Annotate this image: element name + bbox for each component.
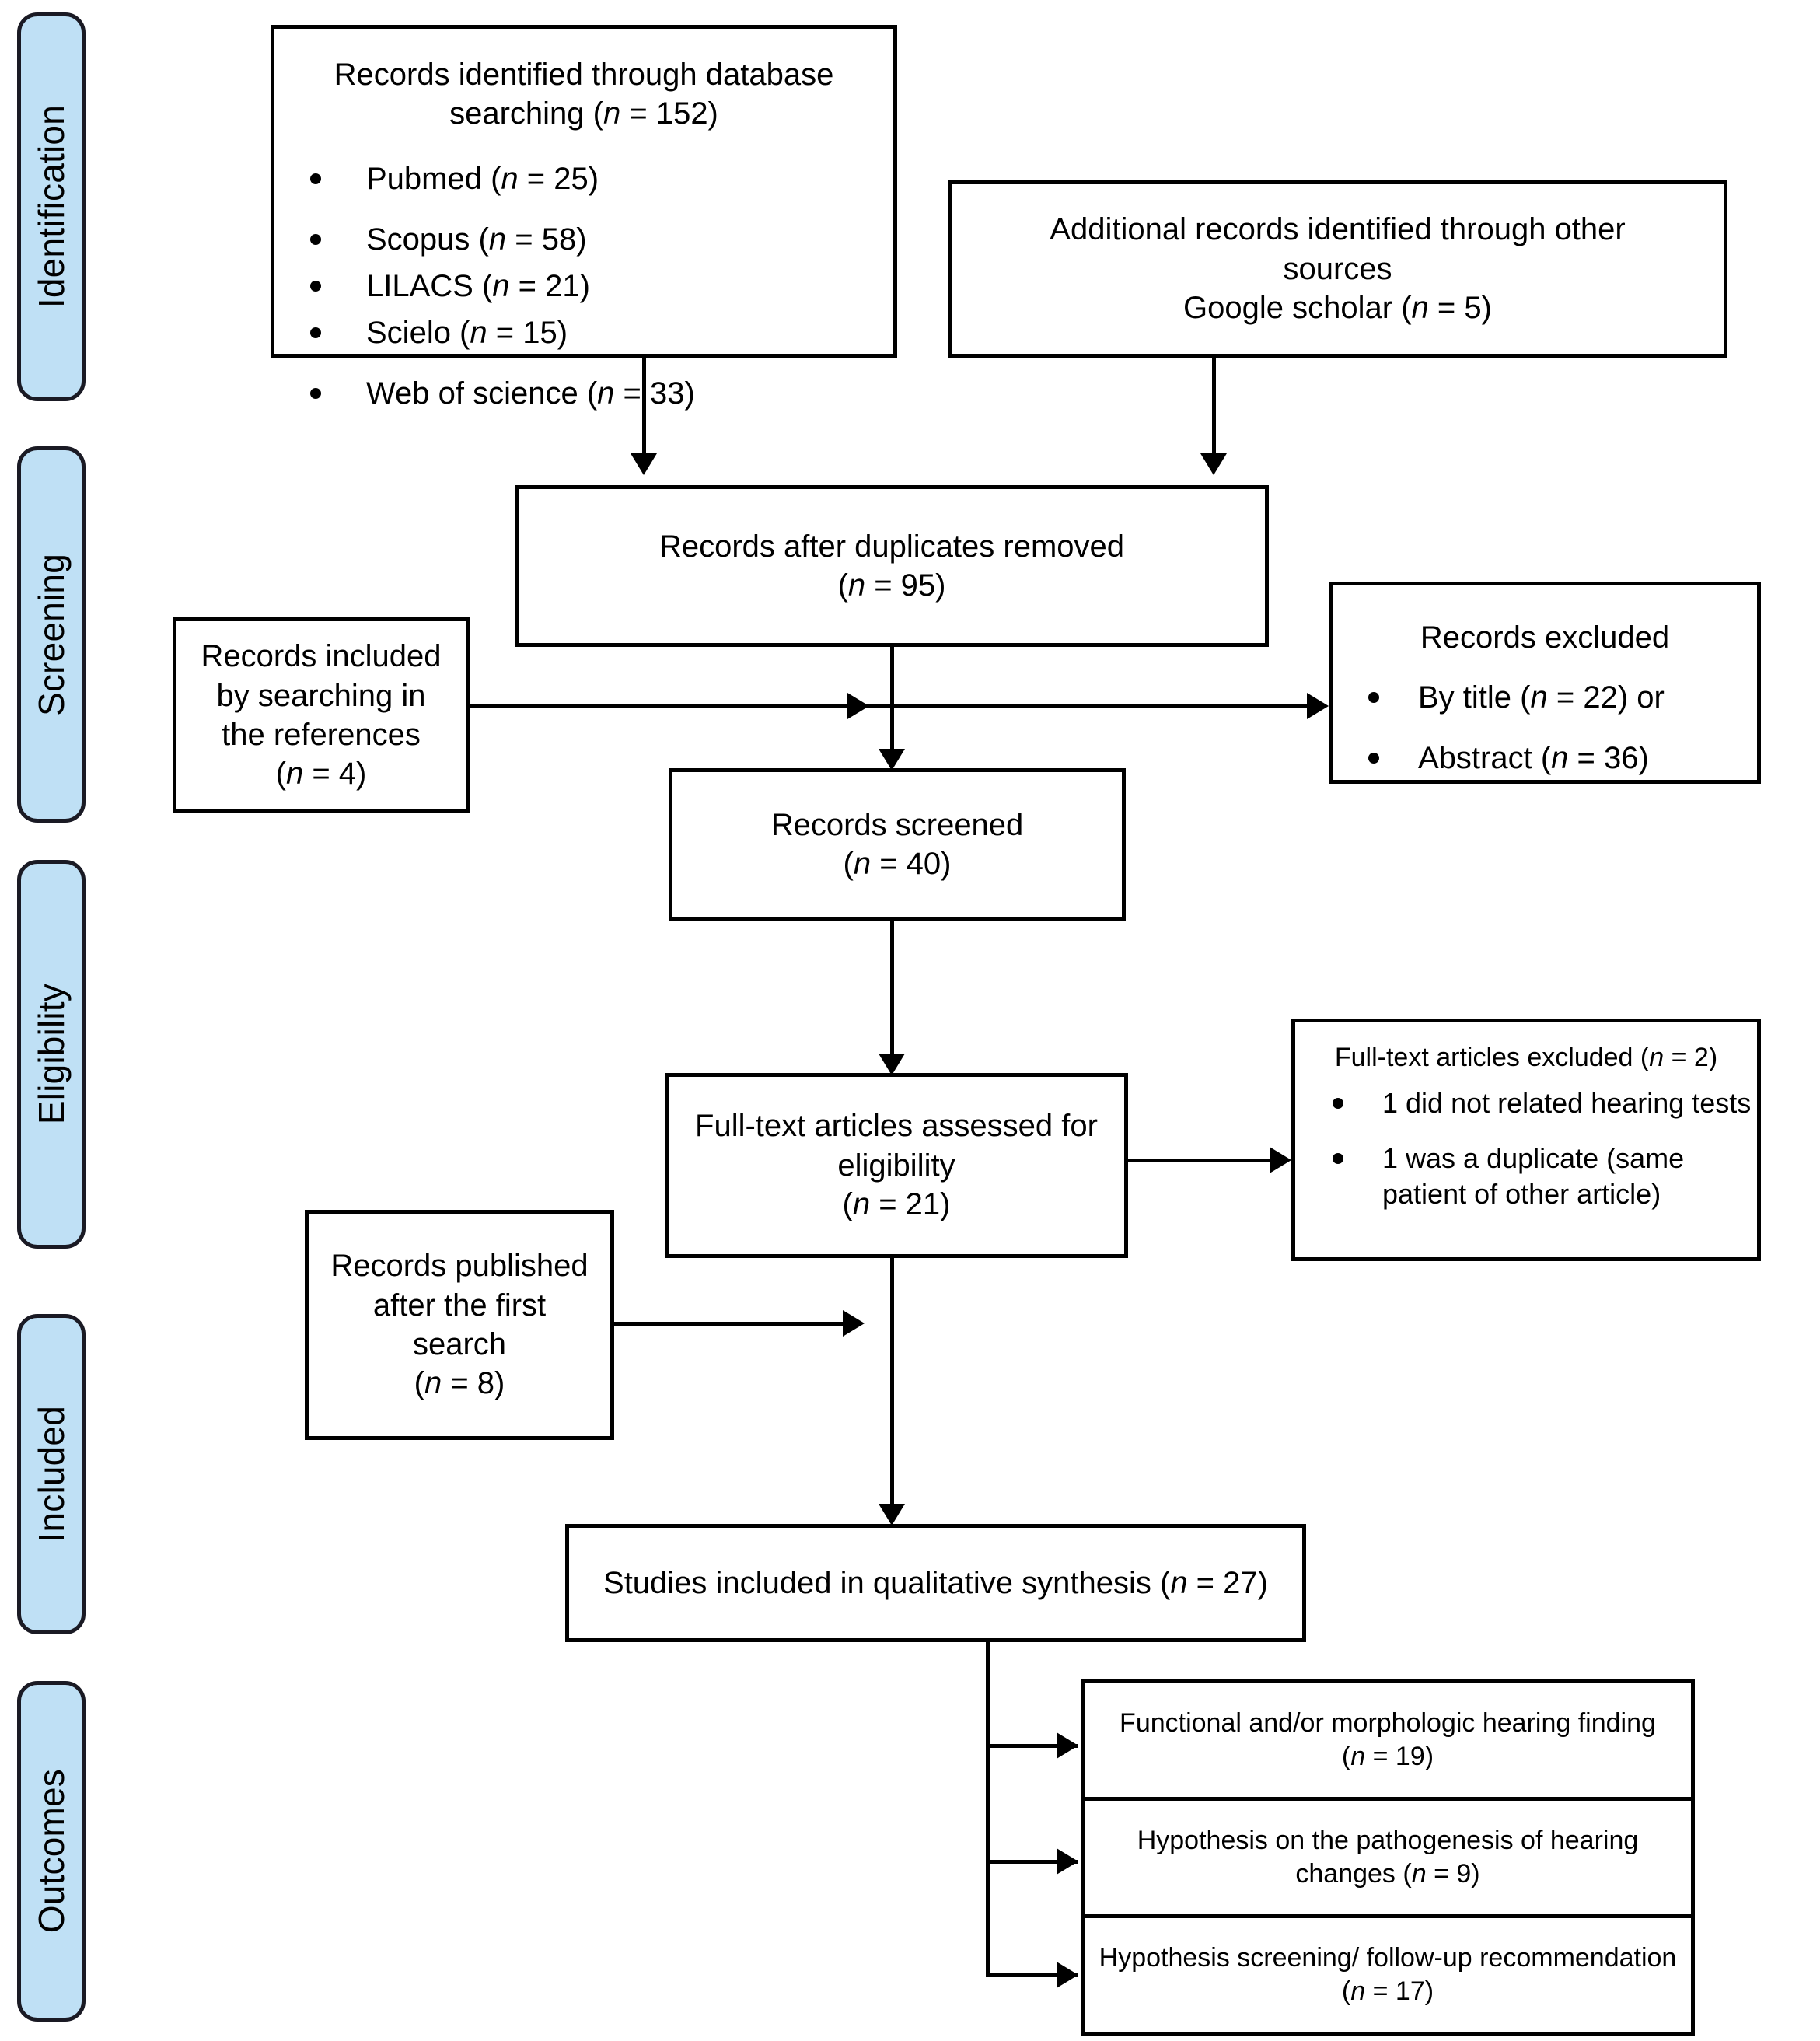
node-records-excluded: Records excluded By title (n = 22) or Ab… <box>1329 582 1761 784</box>
database-search-title-line2: searching (n = 152) <box>449 96 718 131</box>
list-item: Pubmed (n = 25) <box>274 159 893 199</box>
stage-label-identification: Identification <box>31 105 72 309</box>
outcome-1-line1: Functional and/or morphologic hearing fi… <box>1120 1708 1656 1739</box>
fulltext-excluded-title: Full-text articles excluded (n = 2) <box>1334 1043 1718 1072</box>
connector-outcome-1 <box>986 1744 1078 1748</box>
stage-label-screening: Screening <box>31 553 72 716</box>
list-item: LILACS (n = 21) <box>274 266 893 306</box>
connector-fulltext-to-studies <box>890 1258 894 1507</box>
node-fulltext-assessed: Full-text articles assessed for eligibil… <box>665 1073 1128 1258</box>
outcome-2-line2: changes (n = 9) <box>1295 1859 1480 1889</box>
database-search-list: Pubmed (n = 25) Scopus (n = 58) LILACS (… <box>274 138 893 414</box>
records-published-after-line3: search <box>412 1327 507 1361</box>
records-from-references-line1: Records included <box>201 639 442 674</box>
list-item: Web of science (n = 33) <box>274 373 893 414</box>
arrow-db-to-duplicates <box>631 453 657 475</box>
list-item: Abstract (n = 36) <box>1333 738 1757 778</box>
records-excluded-list: By title (n = 22) or Abstract (n = 36) <box>1333 657 1757 778</box>
arrow-outcome-3 <box>1057 1962 1078 1988</box>
outcome-2-line1: Hypothesis on the pathogenesis of hearin… <box>1137 1826 1639 1856</box>
node-records-published-after: Records published after the first search… <box>305 1210 614 1440</box>
records-screened-line1: Records screened <box>770 807 1024 842</box>
arrow-outcome-1 <box>1057 1732 1078 1759</box>
records-from-references-line3: the references <box>222 718 421 752</box>
node-database-search: Records identified through database sear… <box>271 25 897 411</box>
fulltext-assessed-line1: Full-text articles assessed for <box>695 1109 1098 1144</box>
stage-tab-outcomes: Outcomes <box>17 1681 86 2022</box>
other-sources-line2: sources <box>1283 251 1392 286</box>
connector-fulltext-to-excluded <box>1128 1159 1270 1162</box>
arrow-to-fulltext-excluded <box>1270 1147 1291 1173</box>
arrow-to-records-excluded <box>1307 693 1329 719</box>
records-published-after-line4: (n = 8) <box>414 1366 505 1401</box>
stage-label-eligibility: Eligibility <box>31 984 72 1125</box>
connector-other-to-duplicates <box>1212 358 1216 455</box>
records-screened-line2: (n = 40) <box>843 847 952 881</box>
list-item: Scopus (n = 58) <box>274 219 893 260</box>
node-records-screened: Records screened (n = 40) <box>669 768 1126 921</box>
fulltext-assessed-line2: eligibility <box>837 1148 955 1183</box>
connector-db-to-duplicates <box>642 358 646 455</box>
duplicates-removed-line1: Records after duplicates removed <box>658 529 1125 564</box>
stage-tab-identification: Identification <box>17 12 86 401</box>
stage-tab-eligibility: Eligibility <box>17 860 86 1249</box>
records-from-references-line4: (n = 4) <box>275 757 367 792</box>
outcome-3-line2: (n = 17) <box>1341 1976 1434 2006</box>
other-sources-line3: Google scholar (n = 5) <box>1183 291 1492 326</box>
node-outcome-2: Hypothesis on the pathogenesis of hearin… <box>1081 1797 1695 1918</box>
node-studies-included: Studies included in qualitative synthesi… <box>565 1524 1306 1642</box>
list-item: 1 did not related hearing tests <box>1295 1085 1757 1122</box>
records-published-after-line2: after the first <box>372 1288 547 1323</box>
connector-duplicates-to-screened <box>890 647 894 750</box>
studies-included-line1: Studies included in qualitative synthesi… <box>603 1565 1268 1600</box>
arrow-screened-to-fulltext <box>879 1054 905 1075</box>
list-item: 1 was a duplicate (same patient of other… <box>1295 1141 1757 1214</box>
fulltext-assessed-line3: (n = 21) <box>842 1187 951 1222</box>
fulltext-excluded-list: 1 did not related hearing tests 1 was a … <box>1295 1075 1757 1213</box>
connector-published-to-main <box>614 1322 843 1326</box>
arrow-published-to-main <box>843 1310 865 1337</box>
stage-label-outcomes: Outcomes <box>31 1769 72 1934</box>
duplicates-removed-line2: (n = 95) <box>837 568 946 603</box>
other-sources-line1: Additional records identified through ot… <box>1050 212 1626 247</box>
node-fulltext-excluded: Full-text articles excluded (n = 2) 1 di… <box>1291 1019 1761 1261</box>
node-other-sources: Additional records identified through ot… <box>948 180 1727 358</box>
arrow-other-to-duplicates <box>1200 453 1227 475</box>
node-duplicates-removed: Records after duplicates removed (n = 95… <box>515 485 1269 647</box>
node-records-from-references: Records included by searching in the ref… <box>173 617 470 813</box>
stage-label-included: Included <box>31 1406 72 1543</box>
database-search-title-line1: Records identified through database <box>334 58 834 92</box>
connector-screened-to-fulltext <box>890 921 894 1057</box>
records-excluded-title: Records excluded <box>1420 620 1670 655</box>
connector-outcome-2 <box>986 1860 1078 1864</box>
outcome-1-line2: (n = 19) <box>1341 1742 1434 1771</box>
list-item: By title (n = 22) or <box>1333 677 1757 718</box>
connector-studies-trunk <box>986 1642 990 1975</box>
records-from-references-line2: by searching in <box>216 678 426 713</box>
arrow-references-junction <box>847 693 869 719</box>
stage-tab-included: Included <box>17 1314 86 1634</box>
arrow-duplicates-to-screened <box>879 749 905 771</box>
connector-references-to-excluded <box>470 704 1307 708</box>
stage-tab-screening: Screening <box>17 446 86 823</box>
outcome-3-line1: Hypothesis screening/ follow-up recommen… <box>1099 1943 1677 1973</box>
arrow-fulltext-to-studies <box>879 1504 905 1526</box>
arrow-outcome-2 <box>1057 1848 1078 1875</box>
connector-outcome-3 <box>986 1973 1078 1977</box>
list-item: Scielo (n = 15) <box>274 313 893 353</box>
node-outcome-1: Functional and/or morphologic hearing fi… <box>1081 1679 1695 1801</box>
records-published-after-line1: Records published <box>330 1249 589 1284</box>
node-outcome-3: Hypothesis screening/ follow-up recommen… <box>1081 1914 1695 2036</box>
